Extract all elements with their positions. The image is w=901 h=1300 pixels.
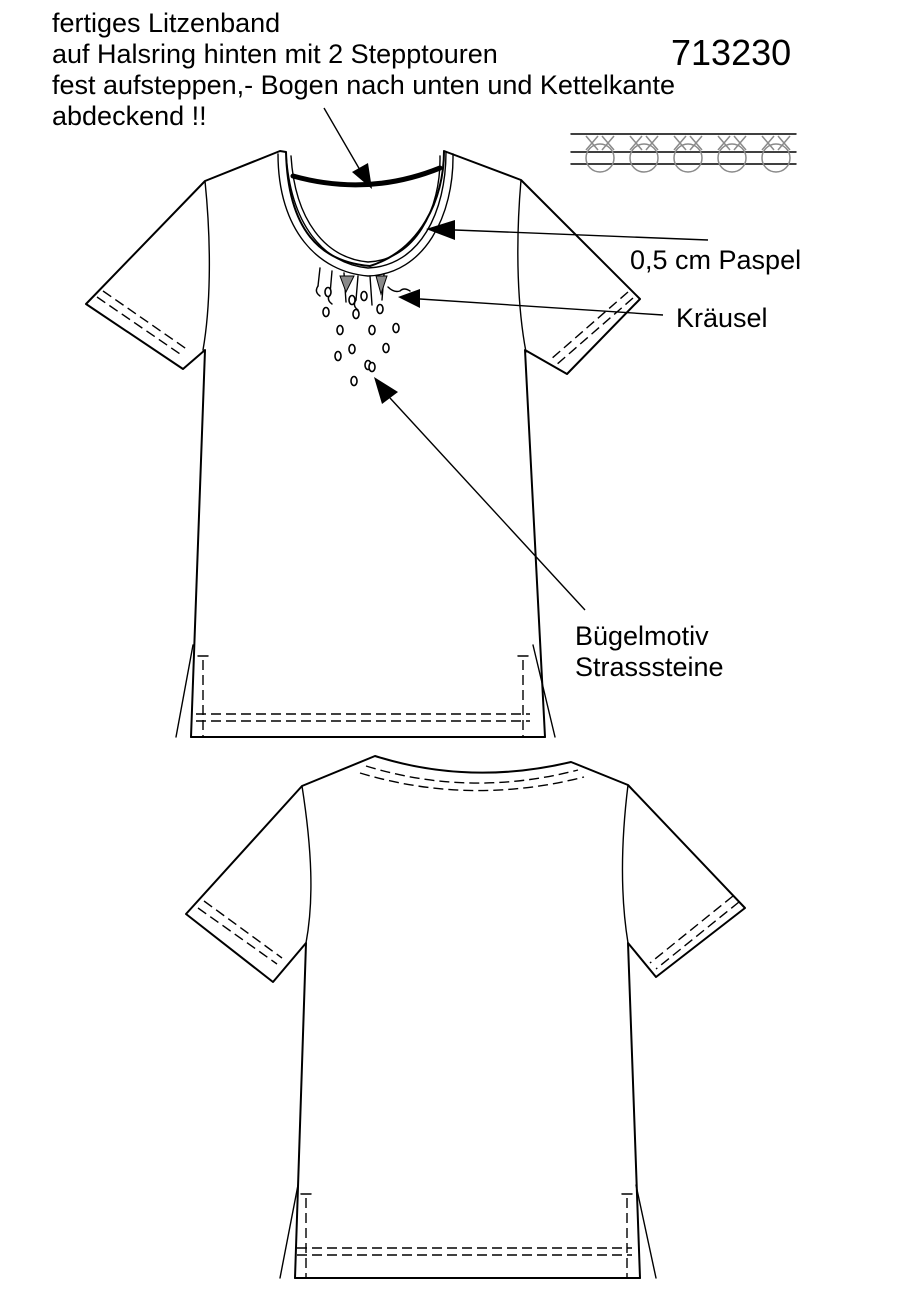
front-neck-paspel [290, 155, 441, 263]
back-left-sleeve-stitch [203, 900, 283, 959]
braid-sample-icon [570, 133, 797, 173]
instruction-line: fertiges Litzenband [52, 8, 281, 38]
rhinestone-icon [334, 350, 342, 362]
motif-label-line: Strasssteine [575, 652, 724, 682]
rhinestone-icon [350, 375, 358, 387]
callout-arrow-icon [426, 220, 455, 240]
front-left-armhole [202, 180, 211, 351]
callout-arrow-icon [352, 163, 372, 189]
front-left-vent [175, 644, 194, 738]
assembly-instruction-note: fertiges Litzenband auf Halsring hinten … [52, 8, 852, 132]
back-neck-stitch [365, 765, 579, 784]
rhinestone-motif [322, 286, 400, 387]
front-body-outline [85, 150, 641, 738]
rhinestone-icon [324, 286, 332, 298]
rhinestone-icon [348, 294, 356, 306]
motif-label: Bügelmotiv Strasssteine [575, 621, 724, 683]
rhinestone-icon [352, 308, 360, 320]
callout-leaders [323, 107, 709, 611]
instruction-line: auf Halsring hinten mit 2 Stepptouren [52, 39, 498, 69]
front-view-shirt [85, 150, 641, 738]
rhinestone-icon [368, 361, 376, 373]
back-neck-stitch-2 [359, 772, 585, 792]
back-view-shirt [185, 755, 746, 1279]
rhinestone-icon [360, 290, 368, 302]
rhinestone-icon [382, 342, 390, 354]
rhinestone-icon [348, 343, 356, 355]
back-right-armhole [621, 784, 629, 944]
back-right-sleeve-stitch-2 [655, 901, 740, 970]
callout-arrow-icon [374, 377, 398, 404]
kraeusel-gathers [315, 267, 411, 311]
rhinestone-icon [376, 303, 384, 315]
rhinestone-icon [336, 324, 344, 336]
front-neck-inner [285, 151, 447, 269]
paspel-label: 0,5 cm Paspel [630, 245, 802, 275]
rhinestone-icon [368, 324, 376, 336]
article-number: 713230 [671, 32, 792, 73]
front-right-armhole [517, 179, 527, 353]
front-right-vent [532, 644, 556, 738]
front-right-sleeve-stitch [549, 291, 629, 361]
front-left-sleeve-stitch-2 [96, 296, 184, 357]
kraeusel-label: Kräusel [676, 303, 768, 333]
front-right-sleeve-stitch-2 [554, 297, 634, 367]
back-right-sleeve-stitch [649, 895, 734, 964]
front-left-sleeve-stitch [102, 290, 189, 351]
front-neck-band [277, 153, 454, 277]
back-right-vent [635, 1184, 657, 1279]
rhinestone-icon [322, 306, 330, 318]
back-body-outline [185, 755, 746, 1279]
back-left-vent [279, 1184, 299, 1279]
back-left-armhole [301, 785, 312, 944]
motif-label-line: Bügelmotiv [575, 621, 709, 651]
rhinestone-icon [392, 322, 400, 334]
back-left-sleeve-stitch-2 [197, 907, 278, 965]
instruction-line: abdeckend !! [52, 101, 207, 131]
instruction-line: fest aufsteppen,- Bogen nach unten und K… [52, 70, 675, 100]
callout-arrow-icon [398, 289, 420, 308]
